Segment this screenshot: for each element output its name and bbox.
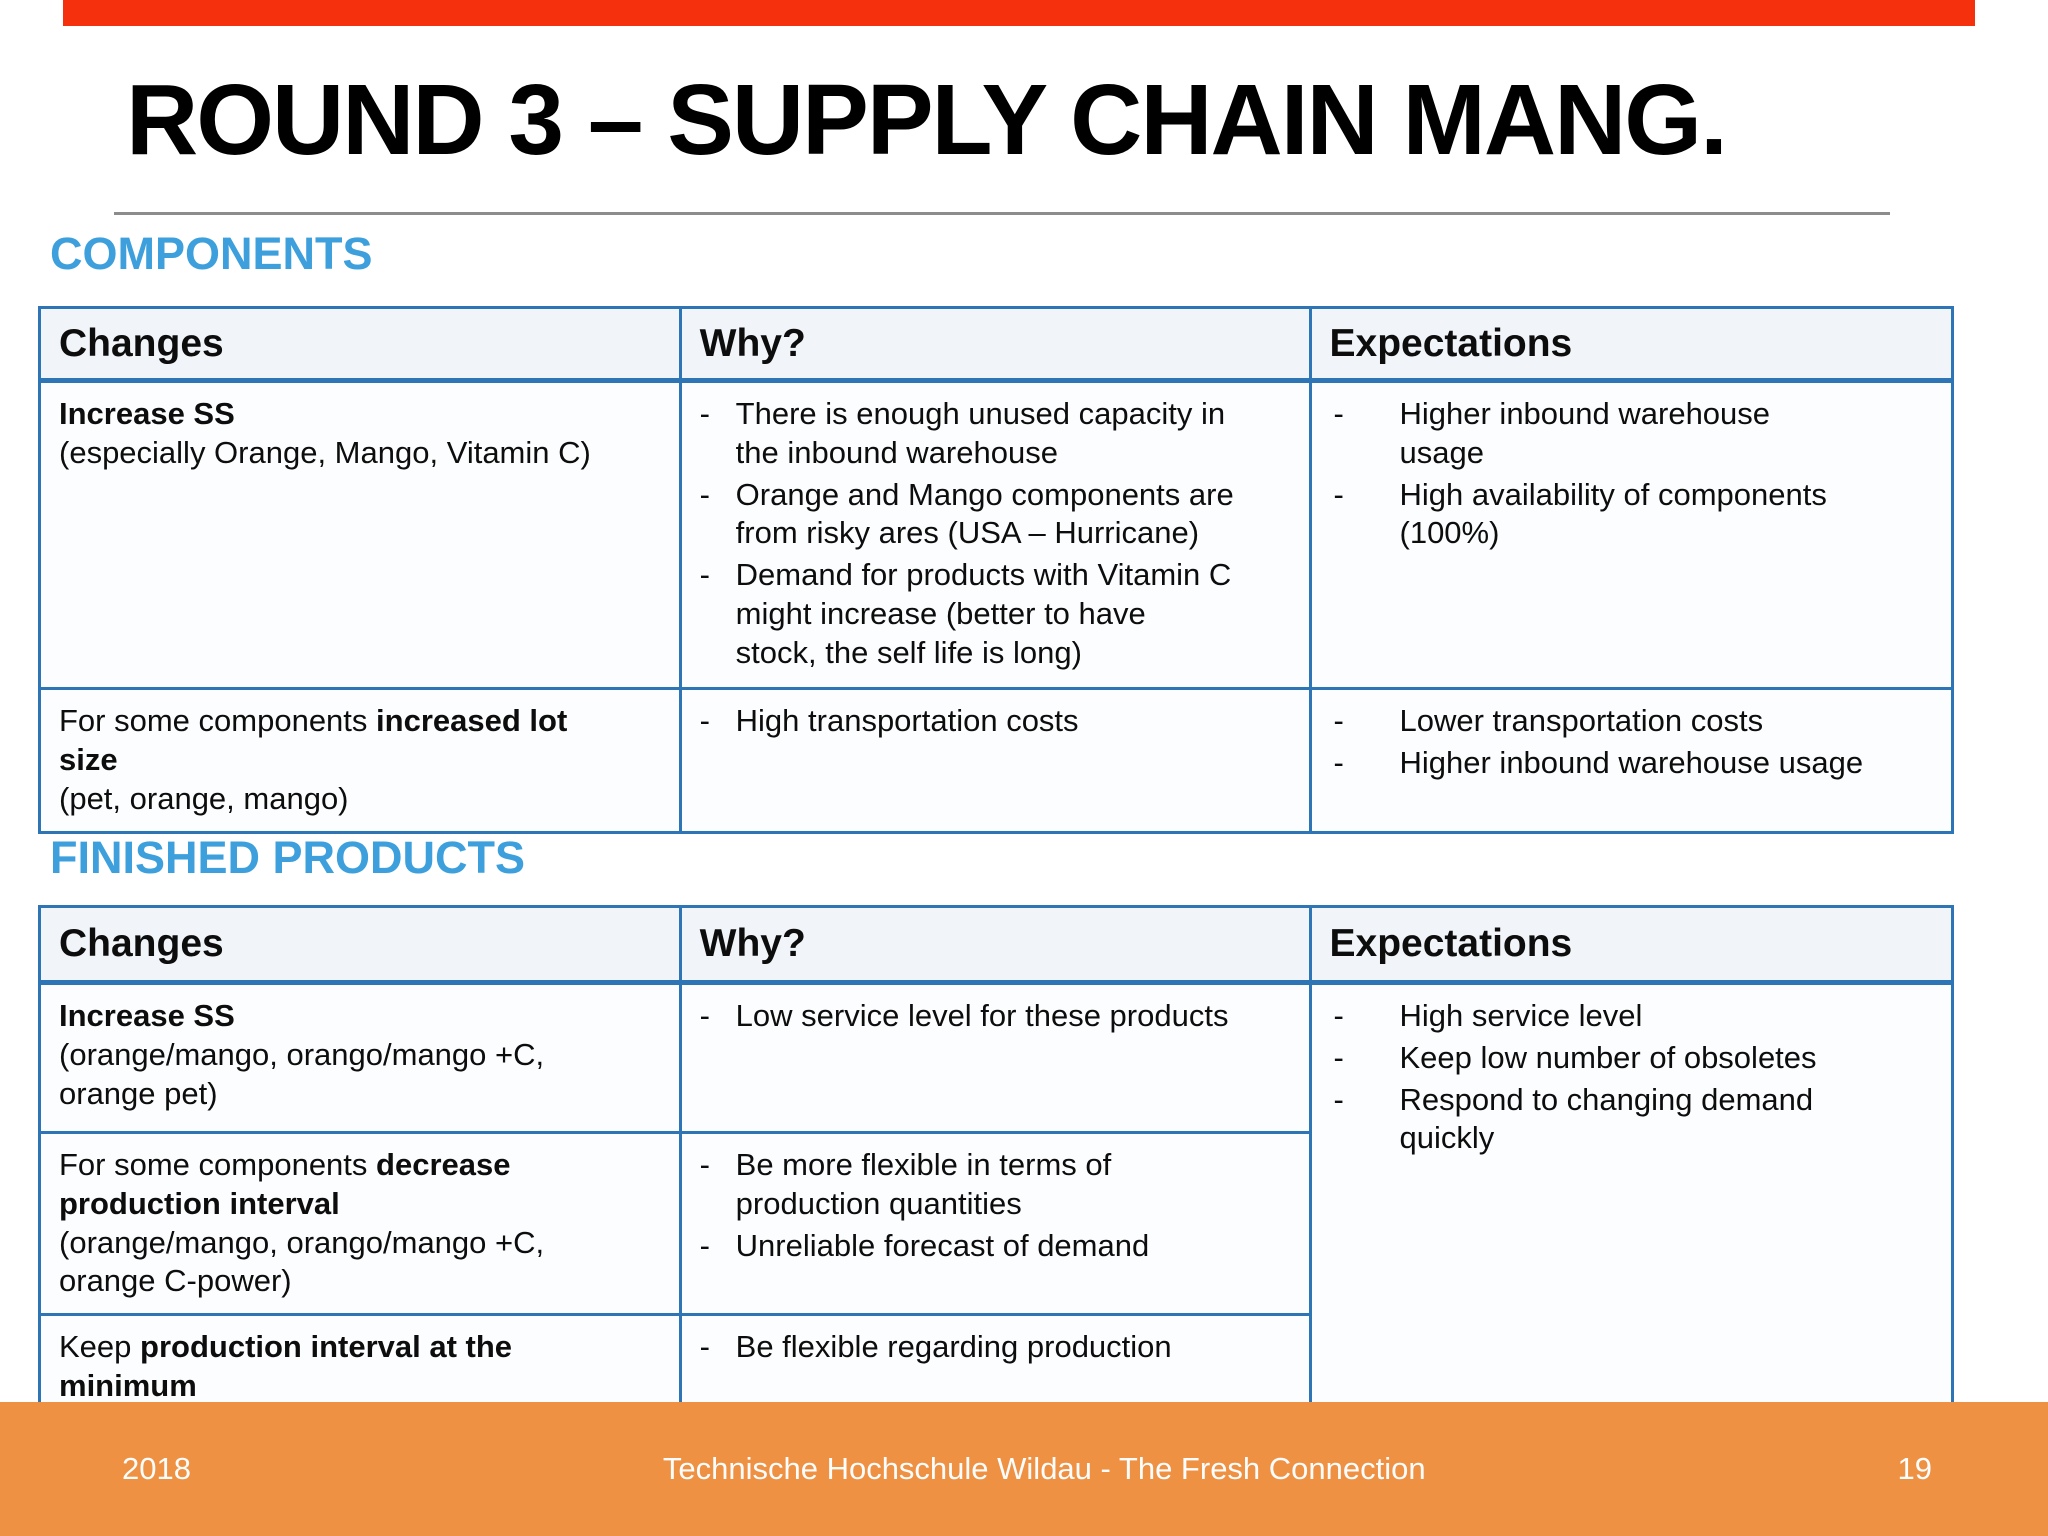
expectations-cell: - Lower transportation costs - Higher inbou… bbox=[1308, 687, 1954, 834]
bullet-item: - Lower transportation costs bbox=[1330, 702, 1902, 741]
bullet-text: There is enough unused capacity in the i… bbox=[735, 396, 1226, 470]
changes-text: (orange/mango, orango/mango +C, orange C… bbox=[59, 1224, 545, 1299]
bullet-item: - Higher inbound warehouse usage bbox=[1330, 395, 1902, 473]
table-body: Increase SS(orange/mango, orango/mango +… bbox=[38, 981, 1954, 1421]
table-row: For some components increased lot size(p… bbox=[38, 687, 1954, 834]
bullet-dash: - bbox=[699, 998, 710, 1033]
column-header-changes: Changes bbox=[38, 905, 682, 985]
footer-year: 2018 bbox=[122, 1451, 191, 1486]
changes-text: (especially Orange, Mango, Vitamin C) bbox=[59, 434, 591, 470]
changes-text: (orange/mango, orango/mango +C, orange p… bbox=[59, 1036, 545, 1111]
column-header-expectations: Expectations bbox=[1308, 306, 1954, 383]
section-heading-components: COMPONENTS bbox=[50, 228, 373, 279]
bullet-dash: - bbox=[1333, 998, 1344, 1033]
changes-text: For some components decrease production … bbox=[59, 1147, 511, 1221]
bullet-item: - High availability of components (100%) bbox=[1330, 476, 1902, 554]
changes-cell: For some components increased lot size(p… bbox=[38, 687, 682, 834]
bullet-item: - Higher inbound warehouse usage bbox=[1330, 744, 1902, 783]
bullet-dash: - bbox=[1333, 396, 1344, 431]
changes-text: Keep production interval at the minimum bbox=[59, 1329, 513, 1403]
bullet-text: Be flexible regarding production bbox=[735, 1329, 1172, 1364]
expectations-cell: - High service level - Keep low number of o… bbox=[1308, 981, 1954, 1421]
bullet-dash: - bbox=[699, 1227, 710, 1263]
bullet-item: - Respond to changing demand quickly bbox=[1330, 1081, 1902, 1159]
bullet-dash: - bbox=[1333, 1081, 1344, 1117]
bullet-text: High service level bbox=[1399, 998, 1643, 1033]
footer-page-number: 19 bbox=[1897, 1451, 1932, 1486]
column-header-why: Why? bbox=[678, 905, 1312, 985]
bullet-text: Unreliable forecast of demand bbox=[735, 1227, 1150, 1263]
bullet-item: -There is enough unused capacity in the … bbox=[700, 395, 1291, 473]
changes-text: For some components increased lot size bbox=[59, 703, 568, 777]
bullet-text: Low service level for these products bbox=[735, 998, 1229, 1033]
bullet-text: Higher inbound warehouse usage bbox=[1399, 396, 1771, 470]
title-divider-line bbox=[114, 212, 1890, 215]
bullet-text: Higher inbound warehouse usage bbox=[1399, 745, 1864, 780]
footer-center-text: Technische Hochschule Wildau - The Fresh… bbox=[662, 1451, 1426, 1486]
why-cell: -Low service level for these products bbox=[678, 981, 1312, 1134]
column-header-why: Why? bbox=[678, 306, 1312, 383]
bullet-item: -Low service level for these products bbox=[700, 997, 1291, 1036]
expectations-cell: - Higher inbound warehouse usage - High ava… bbox=[1308, 378, 1954, 691]
bullet-text: Be more flexible in terms of production … bbox=[735, 1147, 1112, 1221]
why-cell: -High transportation costs bbox=[678, 687, 1312, 834]
top-accent-bar bbox=[63, 0, 1975, 26]
column-header-expectations: Expectations bbox=[1308, 905, 1954, 985]
table-row: Increase SS(orange/mango, orango/mango +… bbox=[38, 981, 1954, 1421]
table-row: For some components decrease production … bbox=[38, 1131, 1953, 1316]
bullet-text: High transportation costs bbox=[735, 703, 1079, 739]
page-title: ROUND 3 – SUPPLY CHAIN MANG. bbox=[126, 64, 1728, 176]
table-row: Increase SS(especially Orange, Mango, Vi… bbox=[38, 378, 1954, 691]
changes-text: Increase SS bbox=[59, 396, 235, 431]
changes-text: (pet, orange, mango) bbox=[59, 780, 349, 816]
bullet-text: Lower transportation costs bbox=[1399, 703, 1764, 739]
why-cell: -Be more flexible in terms of production… bbox=[678, 1131, 1312, 1316]
changes-cell: Increase SS(especially Orange, Mango, Vi… bbox=[38, 378, 682, 691]
bullet-dash: - bbox=[699, 476, 710, 512]
column-header-changes: Changes bbox=[38, 306, 682, 383]
bullet-item: -Orange and Mango components are from ri… bbox=[700, 476, 1291, 554]
bullet-dash: - bbox=[699, 1329, 710, 1364]
bullet-text: High availability of components (100%) bbox=[1399, 476, 1827, 551]
bullet-text: Orange and Mango components are from ris… bbox=[735, 476, 1234, 551]
bullet-dash: - bbox=[1333, 1039, 1344, 1075]
changes-text: Increase SS bbox=[59, 998, 235, 1033]
why-cell: -There is enough unused capacity in the … bbox=[678, 378, 1312, 691]
bullet-text: Respond to changing demand quickly bbox=[1399, 1081, 1814, 1156]
bullet-text: Keep low number of obsoletes bbox=[1399, 1039, 1817, 1075]
footer-bar: 2018 Technische Hochschule Wildau - The … bbox=[0, 1402, 2048, 1536]
bullet-item: -Be flexible regarding production bbox=[700, 1328, 1291, 1367]
bullet-dash: - bbox=[699, 703, 710, 739]
bullet-item: -Demand for products with Vitamin C migh… bbox=[700, 556, 1291, 672]
bullet-item: -Be more flexible in terms of production… bbox=[700, 1146, 1291, 1224]
bullet-dash: - bbox=[699, 396, 710, 431]
bullet-text: Demand for products with Vitamin C might… bbox=[735, 557, 1232, 670]
bullet-dash: - bbox=[699, 1147, 710, 1182]
bullet-dash: - bbox=[1333, 745, 1344, 780]
bullet-item: -High transportation costs bbox=[700, 702, 1291, 741]
bullet-item: -Unreliable forecast of demand bbox=[700, 1227, 1291, 1266]
changes-cell: For some components decrease production … bbox=[38, 1131, 682, 1316]
changes-cell: Increase SS(orange/mango, orango/mango +… bbox=[38, 981, 682, 1134]
section-heading-finished-products: FINISHED PRODUCTS bbox=[50, 832, 526, 883]
bullet-dash: - bbox=[699, 557, 710, 592]
bullet-item: - Keep low number of obsoletes bbox=[1330, 1039, 1902, 1078]
bullet-dash: - bbox=[1333, 703, 1344, 739]
bullet-item: - High service level bbox=[1330, 997, 1902, 1036]
table-body: Increase SS(especially Orange, Mango, Vi… bbox=[38, 378, 1954, 834]
bullet-dash: - bbox=[1333, 476, 1344, 512]
